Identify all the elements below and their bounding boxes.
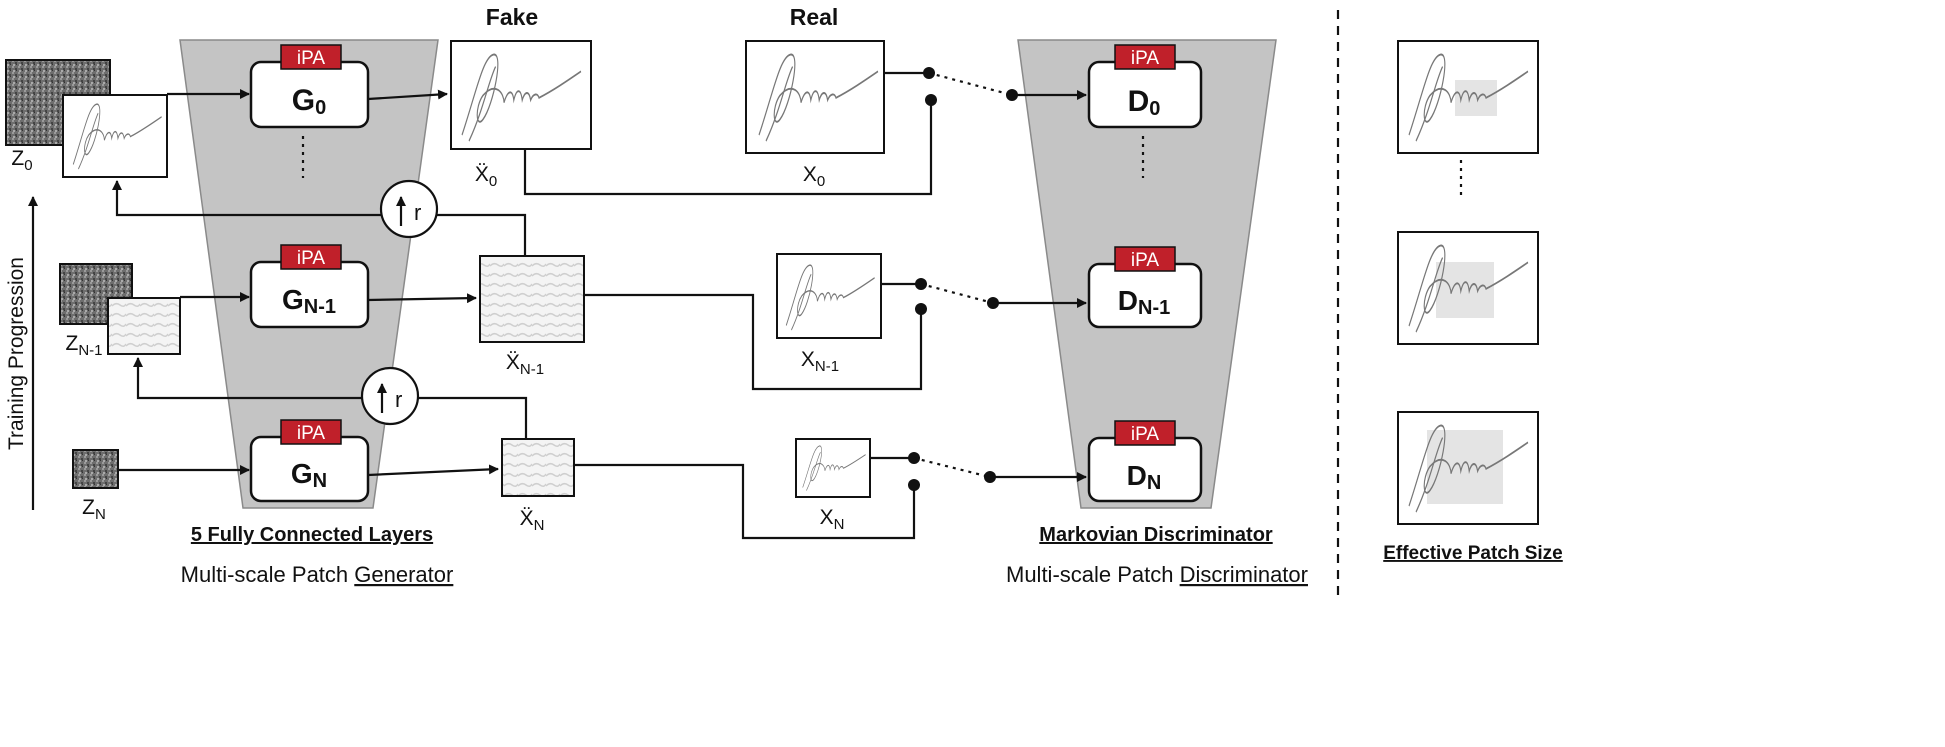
- generator-block-gn: iPA GN: [249, 419, 370, 503]
- ipa-label-gn: iPA: [297, 423, 325, 444]
- upsample-path-bottom: [133, 357, 528, 439]
- fake-wire-x0: [523, 100, 933, 196]
- discriminator-type-caption: Markovian Discriminator: [1039, 524, 1273, 546]
- signature-image-z0: [62, 94, 168, 178]
- switch-link-n: [913, 456, 991, 479]
- label-fake-xn1: ẌN-1: [506, 351, 544, 378]
- discriminator-label-dn: DN: [1127, 460, 1162, 494]
- patch-image-large: [1397, 411, 1539, 525]
- discriminator-block-d0: iPA D0: [1087, 44, 1203, 129]
- ipa-label-gn1: iPA: [297, 248, 325, 269]
- patch-highlight-small: [1455, 80, 1497, 116]
- real-heading: Real: [790, 4, 839, 30]
- switch-node-fake-n: [908, 479, 920, 491]
- real-image-xn1: [776, 253, 882, 339]
- upsample-path-top: [112, 180, 527, 256]
- switch-link-n1: [920, 282, 994, 305]
- patch-highlight-medium: [1436, 262, 1494, 318]
- label-fake-xn: ẌN: [520, 507, 545, 534]
- generator-label-gn1: GN-1: [282, 284, 336, 318]
- discriminator-block-dn1: iPA DN-1: [1087, 246, 1203, 329]
- ipa-label-dn1: iPA: [1131, 250, 1159, 271]
- real-image-x0: [745, 40, 885, 154]
- discriminator-label-dn1: DN-1: [1118, 285, 1170, 319]
- upsample-node-top: r: [379, 179, 439, 239]
- fake-wire-xn1: [584, 293, 923, 391]
- generator-title-caption: Multi-scale Patch Generator: [181, 562, 454, 587]
- noise-image-zn: [72, 449, 119, 489]
- label-real-xn1: XN-1: [801, 348, 839, 375]
- switch-link-0: [928, 71, 1013, 97]
- patch-highlight-large: [1427, 430, 1503, 504]
- real-image-xn: [795, 438, 871, 498]
- switch-node-fake-0: [925, 94, 937, 106]
- upsample-node-bottom: r: [360, 366, 420, 426]
- training-progression-label: Training Progression: [5, 257, 28, 450]
- discriminator-title-caption: Multi-scale Patch Discriminator: [1006, 562, 1308, 587]
- generator-block-gn1: iPA GN-1: [249, 244, 370, 329]
- arrow-g0-to-fake: [367, 89, 448, 101]
- ipa-label-g0: iPA: [297, 48, 325, 69]
- upsample-label-top: r: [414, 200, 421, 225]
- patch-size-caption: Effective Patch Size: [1383, 543, 1563, 564]
- ipa-label-dn: iPA: [1131, 424, 1159, 445]
- arrow-gn1-to-fake: [367, 293, 477, 304]
- arrow-gn-to-fake: [367, 464, 499, 477]
- ipa-badge-gn1: [280, 244, 342, 270]
- blur-image-zn1: [107, 297, 181, 355]
- generator-block-g0: iPA G0: [249, 44, 370, 129]
- fake-image-xn1: [479, 255, 585, 343]
- label-fake-x0: Ẍ0: [475, 163, 497, 190]
- fake-image-xn: [501, 438, 575, 497]
- discriminator-block-dn: iPA DN: [1087, 420, 1203, 503]
- discriminator-label-d0: D0: [1128, 85, 1161, 120]
- label-real-xn: XN: [820, 506, 845, 533]
- upsample-label-bottom: r: [395, 387, 402, 412]
- ipa-badge-d0: [1114, 44, 1176, 70]
- label-zn1: ZN-1: [66, 332, 103, 359]
- fake-image-x0: [450, 40, 592, 150]
- switch-node-fake-n1: [915, 303, 927, 315]
- ipa-badge-dn: [1114, 420, 1176, 446]
- ipa-label-d0: iPA: [1131, 48, 1159, 69]
- label-zn: ZN: [82, 496, 106, 523]
- generator-label-g0: G0: [292, 84, 326, 119]
- patch-image-medium: [1397, 231, 1539, 345]
- label-z0: Z0: [11, 147, 32, 174]
- fake-heading: Fake: [486, 4, 538, 30]
- patch-image-small: [1397, 40, 1539, 154]
- generator-label-gn: GN: [291, 458, 327, 492]
- ipa-badge-dn1: [1114, 246, 1176, 272]
- ipa-badge-gn: [280, 419, 342, 445]
- label-real-x0: X0: [803, 163, 825, 190]
- fake-wire-xn: [574, 463, 916, 540]
- generator-layers-caption: 5 Fully Connected Layers: [191, 524, 433, 546]
- ipa-badge-g0: [280, 44, 342, 70]
